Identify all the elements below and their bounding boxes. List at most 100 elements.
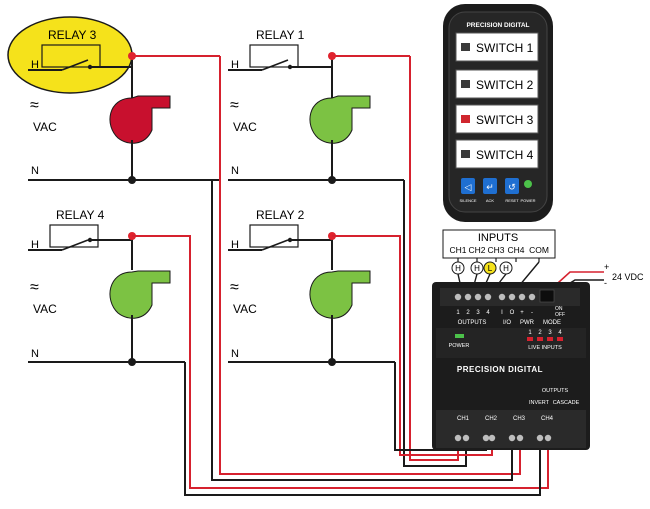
input-ch3-label: CH3 bbox=[487, 245, 504, 255]
silence-label: SILENCE bbox=[459, 198, 476, 203]
controller-module: 1 2 3 4 I O + - ON OFF OUTPUTS I/O PWR M… bbox=[432, 282, 590, 450]
inputs-title: INPUTS bbox=[478, 232, 518, 244]
panel-brand: PRECISION DIGITAL bbox=[466, 22, 529, 29]
relay-2-hot-label: H bbox=[231, 239, 239, 251]
annunciator-panel: PRECISION DIGITAL SWITCH 1 SWITCH 2 SWIT… bbox=[443, 4, 553, 222]
live-num-1: 1 bbox=[528, 330, 532, 336]
silence-icon: ◁ bbox=[465, 182, 472, 192]
pwr-label: PWR bbox=[520, 320, 535, 326]
switch-1-label: SWITCH 1 bbox=[476, 41, 534, 55]
relay-4-hot-label: H bbox=[31, 239, 39, 251]
top-terminals bbox=[454, 293, 536, 301]
dc-label: 24 VDC bbox=[612, 272, 644, 282]
dc-plus: + bbox=[604, 262, 609, 272]
relay-4-label: RELAY 4 bbox=[56, 208, 105, 222]
relay-2-red-wire bbox=[332, 235, 493, 456]
top-terminal-i: I bbox=[501, 310, 503, 316]
reset-label: RESET bbox=[505, 198, 519, 203]
relay-4-ac-icon: ≈ bbox=[30, 279, 39, 296]
mode-on-label: ON bbox=[555, 306, 563, 312]
live-led-1 bbox=[527, 337, 533, 341]
relay-3-vac-label: VAC bbox=[33, 120, 57, 134]
relay-2-circuit: RELAY 2 H ≈ VAC N bbox=[228, 208, 395, 366]
relay-1-circuit: RELAY 1 H ≈ VAC N bbox=[228, 28, 410, 184]
mode-label: MODE bbox=[543, 320, 561, 326]
svg-text:H: H bbox=[474, 264, 480, 273]
module-ch4-label: CH4 bbox=[541, 416, 554, 422]
live-num-3: 3 bbox=[548, 330, 552, 336]
module-power-led bbox=[455, 334, 464, 338]
module-brand: PRECISION DIGITAL bbox=[457, 365, 543, 374]
top-terminal-plus: + bbox=[520, 310, 524, 316]
top-terminal-3: 3 bbox=[476, 310, 480, 316]
relay-3-label: RELAY 3 bbox=[48, 28, 97, 42]
module-outputs-label: OUTPUTS bbox=[542, 388, 569, 394]
input-com-label: COM bbox=[529, 245, 549, 255]
ack-label: ACK bbox=[486, 198, 495, 203]
switch-4-led bbox=[461, 150, 470, 158]
switch-2-label: SWITCH 2 bbox=[476, 78, 534, 92]
reset-button[interactable]: ↺ RESET bbox=[505, 178, 519, 203]
relay-2-label: RELAY 2 bbox=[256, 208, 305, 222]
relay-1-hot-label: H bbox=[231, 59, 239, 71]
relay-2-fan-icon bbox=[309, 270, 371, 319]
input-ch1-label: CH1 bbox=[449, 245, 466, 255]
switch-2-led bbox=[461, 80, 470, 88]
top-terminal-2: 2 bbox=[466, 310, 470, 316]
relay-1-fan-icon bbox=[309, 95, 371, 144]
relay-4-red-wire bbox=[132, 235, 549, 489]
relay-2-ac-icon: ≈ bbox=[230, 279, 239, 296]
top-terminal-4: 4 bbox=[486, 310, 490, 316]
input-ch2-label: CH2 bbox=[468, 245, 485, 255]
panel-switch-3[interactable]: SWITCH 3 bbox=[455, 104, 539, 134]
relay-3-black-wire bbox=[211, 180, 513, 481]
top-terminal-minus: - bbox=[531, 310, 533, 316]
panel-power-led bbox=[524, 180, 532, 188]
module-ch1-label: CH1 bbox=[457, 416, 470, 422]
outputs-top-label: OUTPUTS bbox=[458, 320, 487, 326]
input-ch1-state: H bbox=[451, 261, 465, 275]
live-inputs-label: LIVE INPUTS bbox=[528, 345, 562, 351]
relay-4-black-wire bbox=[184, 362, 541, 496]
module-cascade-label: CASCADE bbox=[553, 400, 580, 406]
switch-4-label: SWITCH 4 bbox=[476, 148, 534, 162]
relay-2-vac-label: VAC bbox=[233, 302, 257, 316]
relay-1-label: RELAY 1 bbox=[256, 28, 305, 42]
top-terminal-1: 1 bbox=[456, 310, 460, 316]
panel-switch-1[interactable]: SWITCH 1 bbox=[455, 32, 539, 62]
svg-text:H: H bbox=[455, 264, 461, 273]
relay-3-fan-icon bbox=[109, 95, 171, 144]
module-invert-label: INVERT bbox=[529, 400, 550, 406]
dc-minus: - bbox=[604, 278, 607, 288]
panel-switch-4[interactable]: SWITCH 4 bbox=[455, 139, 539, 169]
bottom-terminals bbox=[454, 434, 552, 442]
ack-button[interactable]: ↵ ACK bbox=[483, 178, 497, 203]
switch-3-led bbox=[461, 115, 470, 123]
relay-1-ac-icon: ≈ bbox=[230, 97, 239, 114]
relay-3-neutral-label: N bbox=[31, 165, 39, 177]
panel-switch-2[interactable]: SWITCH 2 bbox=[455, 69, 539, 99]
relay-3-hot-label: H bbox=[31, 59, 39, 71]
relay-1-node bbox=[328, 52, 336, 60]
silence-button[interactable]: ◁ SILENCE bbox=[459, 178, 477, 203]
relay-4-neutral-label: N bbox=[31, 348, 39, 360]
input-ch4-state: H bbox=[499, 261, 513, 275]
live-led-2 bbox=[537, 337, 543, 341]
relay-4-fan-icon bbox=[109, 270, 171, 319]
relay-1-vac-label: VAC bbox=[233, 120, 257, 134]
svg-text:L: L bbox=[488, 264, 493, 273]
relay-1-neutral-label: N bbox=[231, 165, 239, 177]
live-num-2: 2 bbox=[538, 330, 542, 336]
switch-1-led bbox=[461, 43, 470, 51]
panel-power-label: POWER bbox=[520, 198, 535, 203]
live-led-3 bbox=[547, 337, 553, 341]
ack-icon: ↵ bbox=[486, 182, 494, 192]
relay-4-circuit: RELAY 4 H ≈ VAC N bbox=[28, 208, 185, 366]
top-terminal-o: O bbox=[510, 310, 515, 316]
mode-off-label: OFF bbox=[555, 312, 565, 318]
relay-1-black-wire bbox=[403, 180, 467, 467]
relay-2-box bbox=[249, 224, 299, 248]
live-num-4: 4 bbox=[558, 330, 562, 336]
relay-4-box bbox=[49, 224, 99, 248]
